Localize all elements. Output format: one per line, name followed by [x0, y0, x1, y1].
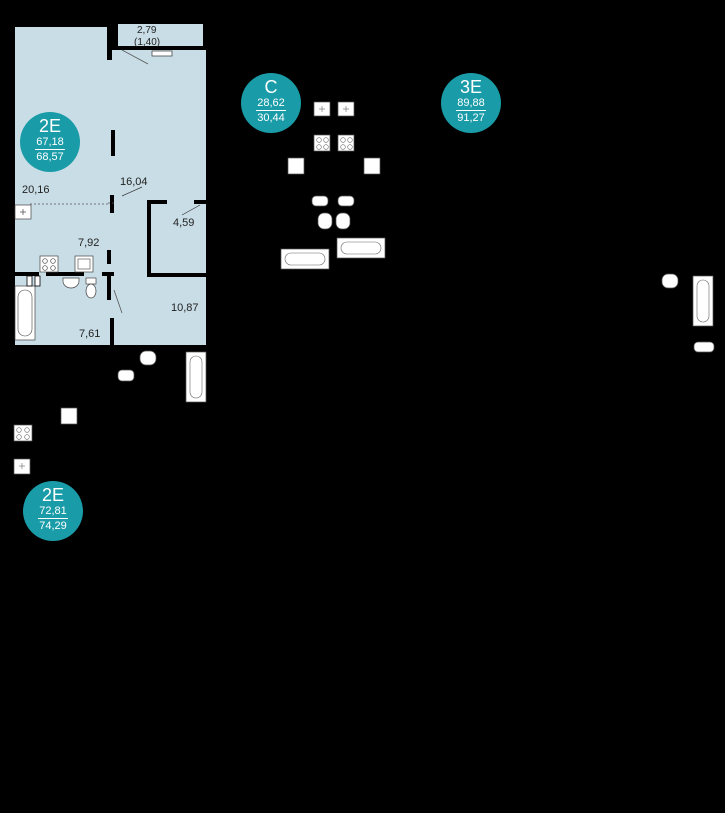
washbasin [62, 277, 80, 289]
apartment-total-area: 68,57 [36, 151, 64, 163]
kitchen-sink [74, 255, 94, 273]
balcony-area-label: 2,79 [137, 25, 157, 36]
bathroom-area-label: 7,61 [79, 328, 101, 340]
apartment-total-area: 74,29 [39, 520, 67, 532]
apartment-total-area: 91,27 [457, 112, 485, 124]
hall-area-label: 7,92 [78, 237, 100, 249]
door-swings [30, 49, 149, 314]
apartment-badge-2e-lower[interactable]: 2E 72,81 74,29 [23, 481, 83, 541]
apartment-code: C [264, 77, 278, 97]
apartment-badge-c[interactable]: C 28,62 30,44 [241, 73, 301, 133]
apartment-living-area: 89,88 [457, 97, 485, 109]
apartment-code: 3E [459, 77, 483, 97]
balcony-reduced-area-label: (1,40) [134, 37, 161, 48]
kitchen-stove [39, 255, 59, 273]
area-divider [256, 110, 286, 111]
neighbor-fixture-details [16, 106, 710, 469]
bathtub [14, 285, 36, 341]
label-leaders [121, 186, 201, 216]
area-divider [35, 149, 65, 150]
toilet [85, 277, 97, 299]
kitchen-area-label: 16,04 [120, 176, 148, 188]
apartment-badge-3e[interactable]: 3E 89,88 91,27 [441, 73, 501, 133]
neighbor-fixtures [13, 101, 715, 475]
apartment-total-area: 30,44 [257, 112, 285, 124]
apartment-living-area: 67,18 [36, 136, 64, 148]
storage-area-label: 4,59 [173, 217, 195, 229]
walls [14, 18, 209, 349]
living-room-area-label: 20,16 [22, 184, 50, 196]
ventilation-shafts [26, 275, 41, 287]
fridge [14, 204, 32, 220]
area-divider [38, 518, 68, 519]
area-divider [456, 110, 486, 111]
apartment-code: 2E [41, 485, 65, 505]
apartment-badge-2e[interactable]: 2E 67,18 68,57 [20, 112, 80, 172]
apartment-code: 2E [38, 116, 62, 136]
balcony-window [151, 50, 173, 57]
bedroom-area-label: 10,87 [171, 302, 199, 314]
apartment-living-area: 28,62 [257, 97, 285, 109]
apartment-living-area: 72,81 [39, 505, 67, 517]
